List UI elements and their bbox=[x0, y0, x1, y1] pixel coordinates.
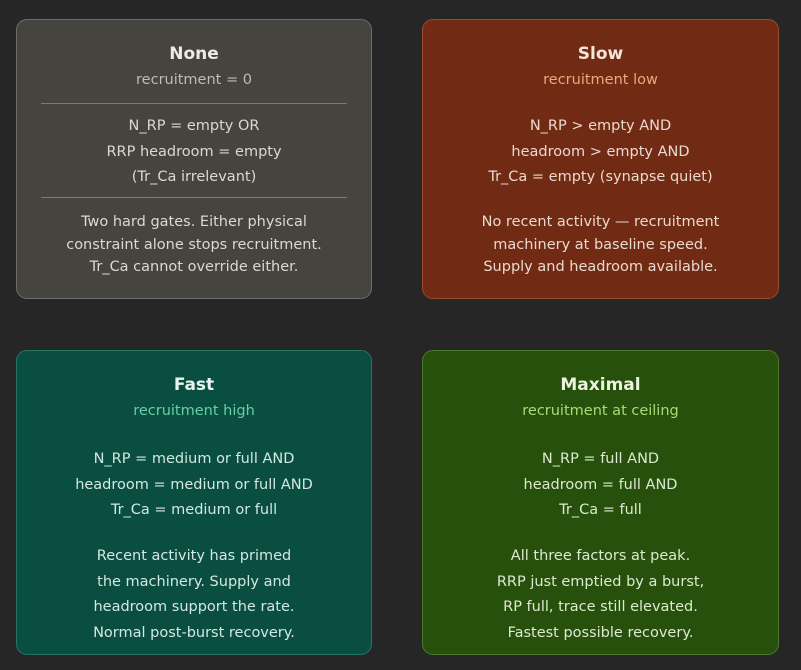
description-line: No recent activity — recruitment bbox=[481, 214, 720, 230]
card-fast: Fast recruitment high N_RP = medium or f… bbox=[16, 350, 372, 655]
card-title: None bbox=[169, 44, 219, 64]
divider bbox=[41, 197, 347, 198]
card-title: Fast bbox=[173, 375, 215, 395]
condition-line: headroom > empty AND bbox=[511, 143, 690, 160]
card-subtitle: recruitment at ceiling bbox=[522, 403, 679, 419]
condition-line: Tr_Ca = empty (synapse quiet) bbox=[488, 169, 713, 185]
condition-line: RRP headroom = empty bbox=[106, 143, 282, 160]
card-title: Slow bbox=[577, 44, 624, 64]
description-block: Recent activity has primed the machinery… bbox=[17, 544, 371, 646]
description-line: Supply and headroom available. bbox=[483, 259, 718, 275]
divider bbox=[41, 103, 347, 104]
card-subtitle: recruitment high bbox=[133, 403, 255, 419]
condition-line: headroom = medium or full AND bbox=[75, 476, 313, 493]
conditions-block: N_RP = full AND headroom = full AND Tr_C… bbox=[423, 447, 778, 524]
conditions-block: N_RP = empty OR RRP headroom = empty (Tr… bbox=[17, 114, 371, 191]
description-line: All three factors at peak. bbox=[510, 548, 691, 564]
description-line: Fastest possible recovery. bbox=[507, 624, 694, 641]
card-subtitle: recruitment = 0 bbox=[136, 72, 252, 88]
description-line: Normal post-burst recovery. bbox=[93, 624, 295, 641]
description-block: All three factors at peak. RRP just empt… bbox=[423, 544, 778, 646]
conditions-block: N_RP = medium or full AND headroom = med… bbox=[17, 447, 371, 524]
condition-line: N_RP > empty AND bbox=[529, 118, 672, 134]
description-line: RP full, trace still elevated. bbox=[503, 599, 698, 615]
condition-line: headroom = full AND bbox=[523, 476, 678, 493]
description-line: Two hard gates. Either physical bbox=[81, 214, 307, 230]
condition-line: N_RP = empty OR bbox=[128, 118, 260, 134]
condition-line: Tr_Ca = full bbox=[559, 502, 642, 518]
description-line: the machinery. Supply and bbox=[97, 573, 291, 590]
description-line: machinery at baseline speed. bbox=[493, 236, 708, 253]
description-line: headroom support the rate. bbox=[93, 599, 295, 615]
card-subtitle: recruitment low bbox=[543, 72, 658, 88]
card-title: Maximal bbox=[560, 375, 641, 395]
description-line: Recent activity has primed bbox=[96, 548, 292, 564]
description-line: Tr_Ca cannot override either. bbox=[89, 259, 299, 275]
condition-line: (Tr_Ca irrelevant) bbox=[131, 169, 257, 185]
condition-line: N_RP = full AND bbox=[541, 451, 660, 467]
conditions-block: N_RP > empty AND headroom > empty AND Tr… bbox=[423, 114, 778, 191]
description-line: constraint alone stops recruitment. bbox=[66, 236, 322, 253]
card-none: None recruitment = 0 N_RP = empty OR RRP… bbox=[16, 19, 372, 299]
description-line: RRP just emptied by a burst, bbox=[496, 573, 705, 590]
condition-line: N_RP = medium or full AND bbox=[93, 451, 295, 467]
condition-line: Tr_Ca = medium or full bbox=[110, 502, 278, 518]
card-slow: Slow recruitment low N_RP > empty AND he… bbox=[422, 19, 779, 299]
description-block: No recent activity — recruitment machine… bbox=[423, 211, 778, 279]
description-block: Two hard gates. Either physical constrai… bbox=[17, 211, 371, 279]
card-maximal: Maximal recruitment at ceiling N_RP = fu… bbox=[422, 350, 779, 655]
